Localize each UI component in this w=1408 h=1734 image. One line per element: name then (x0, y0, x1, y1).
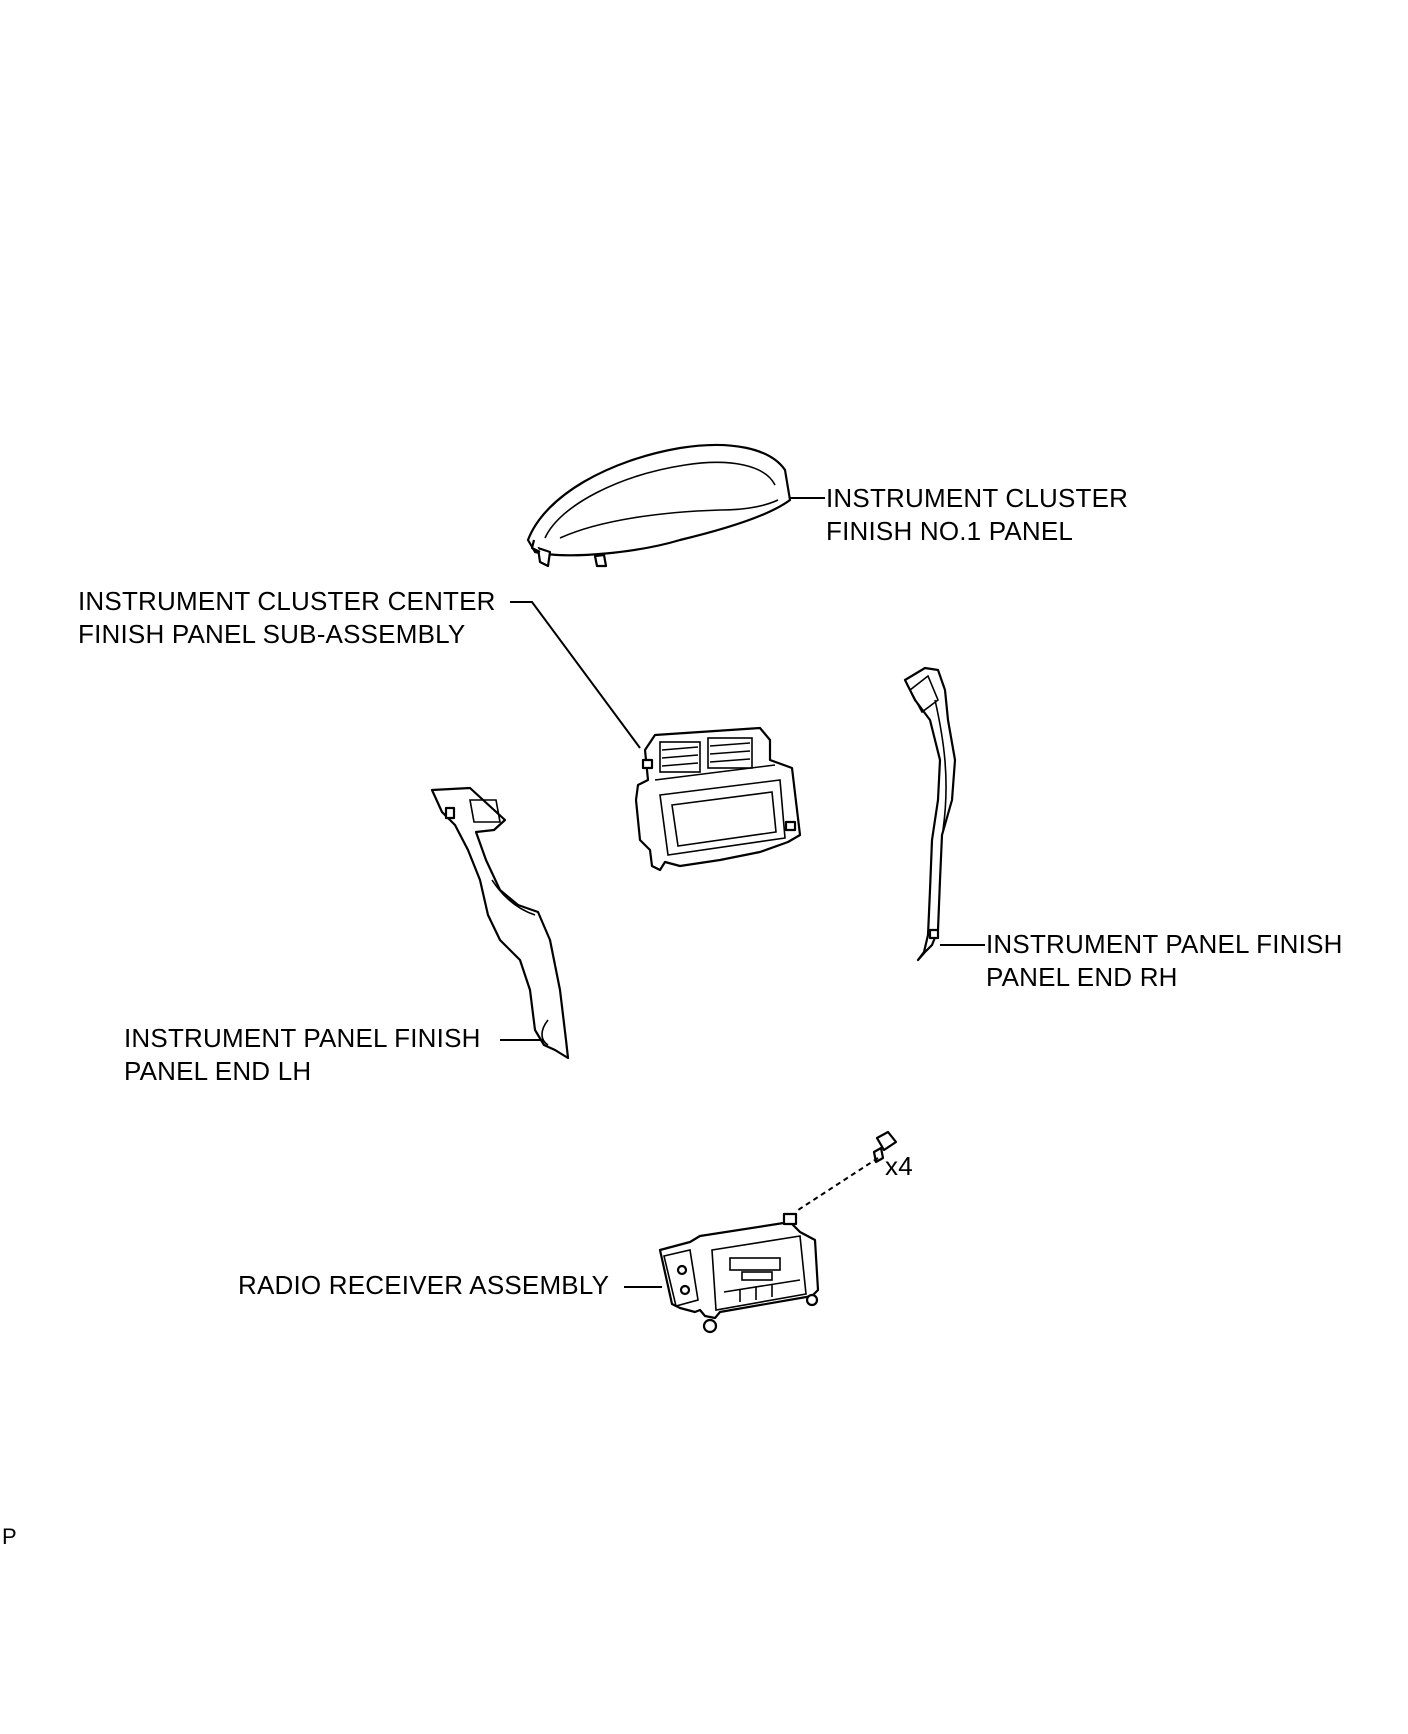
label-line: x4 (885, 1151, 913, 1181)
label-line: RADIO RECEIVER ASSEMBLY (238, 1270, 610, 1300)
label-panel-end-rh: INSTRUMENT PANEL FINISH PANEL END RH (986, 928, 1343, 994)
label-radio-receiver: RADIO RECEIVER ASSEMBLY (238, 1269, 609, 1302)
corner-mark: P (2, 1520, 17, 1553)
center-finish-panel-part (634, 726, 802, 872)
panel-end-rh-part (903, 666, 957, 962)
label-panel-end-lh: INSTRUMENT PANEL FINISH PANEL END LH (124, 1022, 481, 1088)
panel-end-lh-part (430, 786, 570, 1060)
label-line: P (2, 1524, 17, 1549)
label-screw-quantity: x4 (885, 1150, 913, 1183)
label-line: INSTRUMENT PANEL FINISH (124, 1023, 481, 1053)
label-center-finish-panel: INSTRUMENT CLUSTER CENTER FINISH PANEL S… (78, 585, 496, 651)
label-line: PANEL END RH (986, 962, 1178, 992)
radio-receiver-part (658, 1212, 820, 1334)
label-line: FINISH PANEL SUB-ASSEMBLY (78, 619, 466, 649)
label-line: INSTRUMENT CLUSTER CENTER (78, 586, 496, 616)
label-line: INSTRUMENT PANEL FINISH (986, 929, 1343, 959)
label-line: FINISH NO.1 PANEL (826, 516, 1074, 546)
label-line: INSTRUMENT CLUSTER (826, 483, 1129, 513)
leader-lines (500, 497, 985, 1288)
cluster-finish-panel-part (526, 443, 792, 568)
label-cluster-finish-no1: INSTRUMENT CLUSTER FINISH NO.1 PANEL (826, 482, 1128, 548)
label-line: PANEL END LH (124, 1056, 312, 1086)
